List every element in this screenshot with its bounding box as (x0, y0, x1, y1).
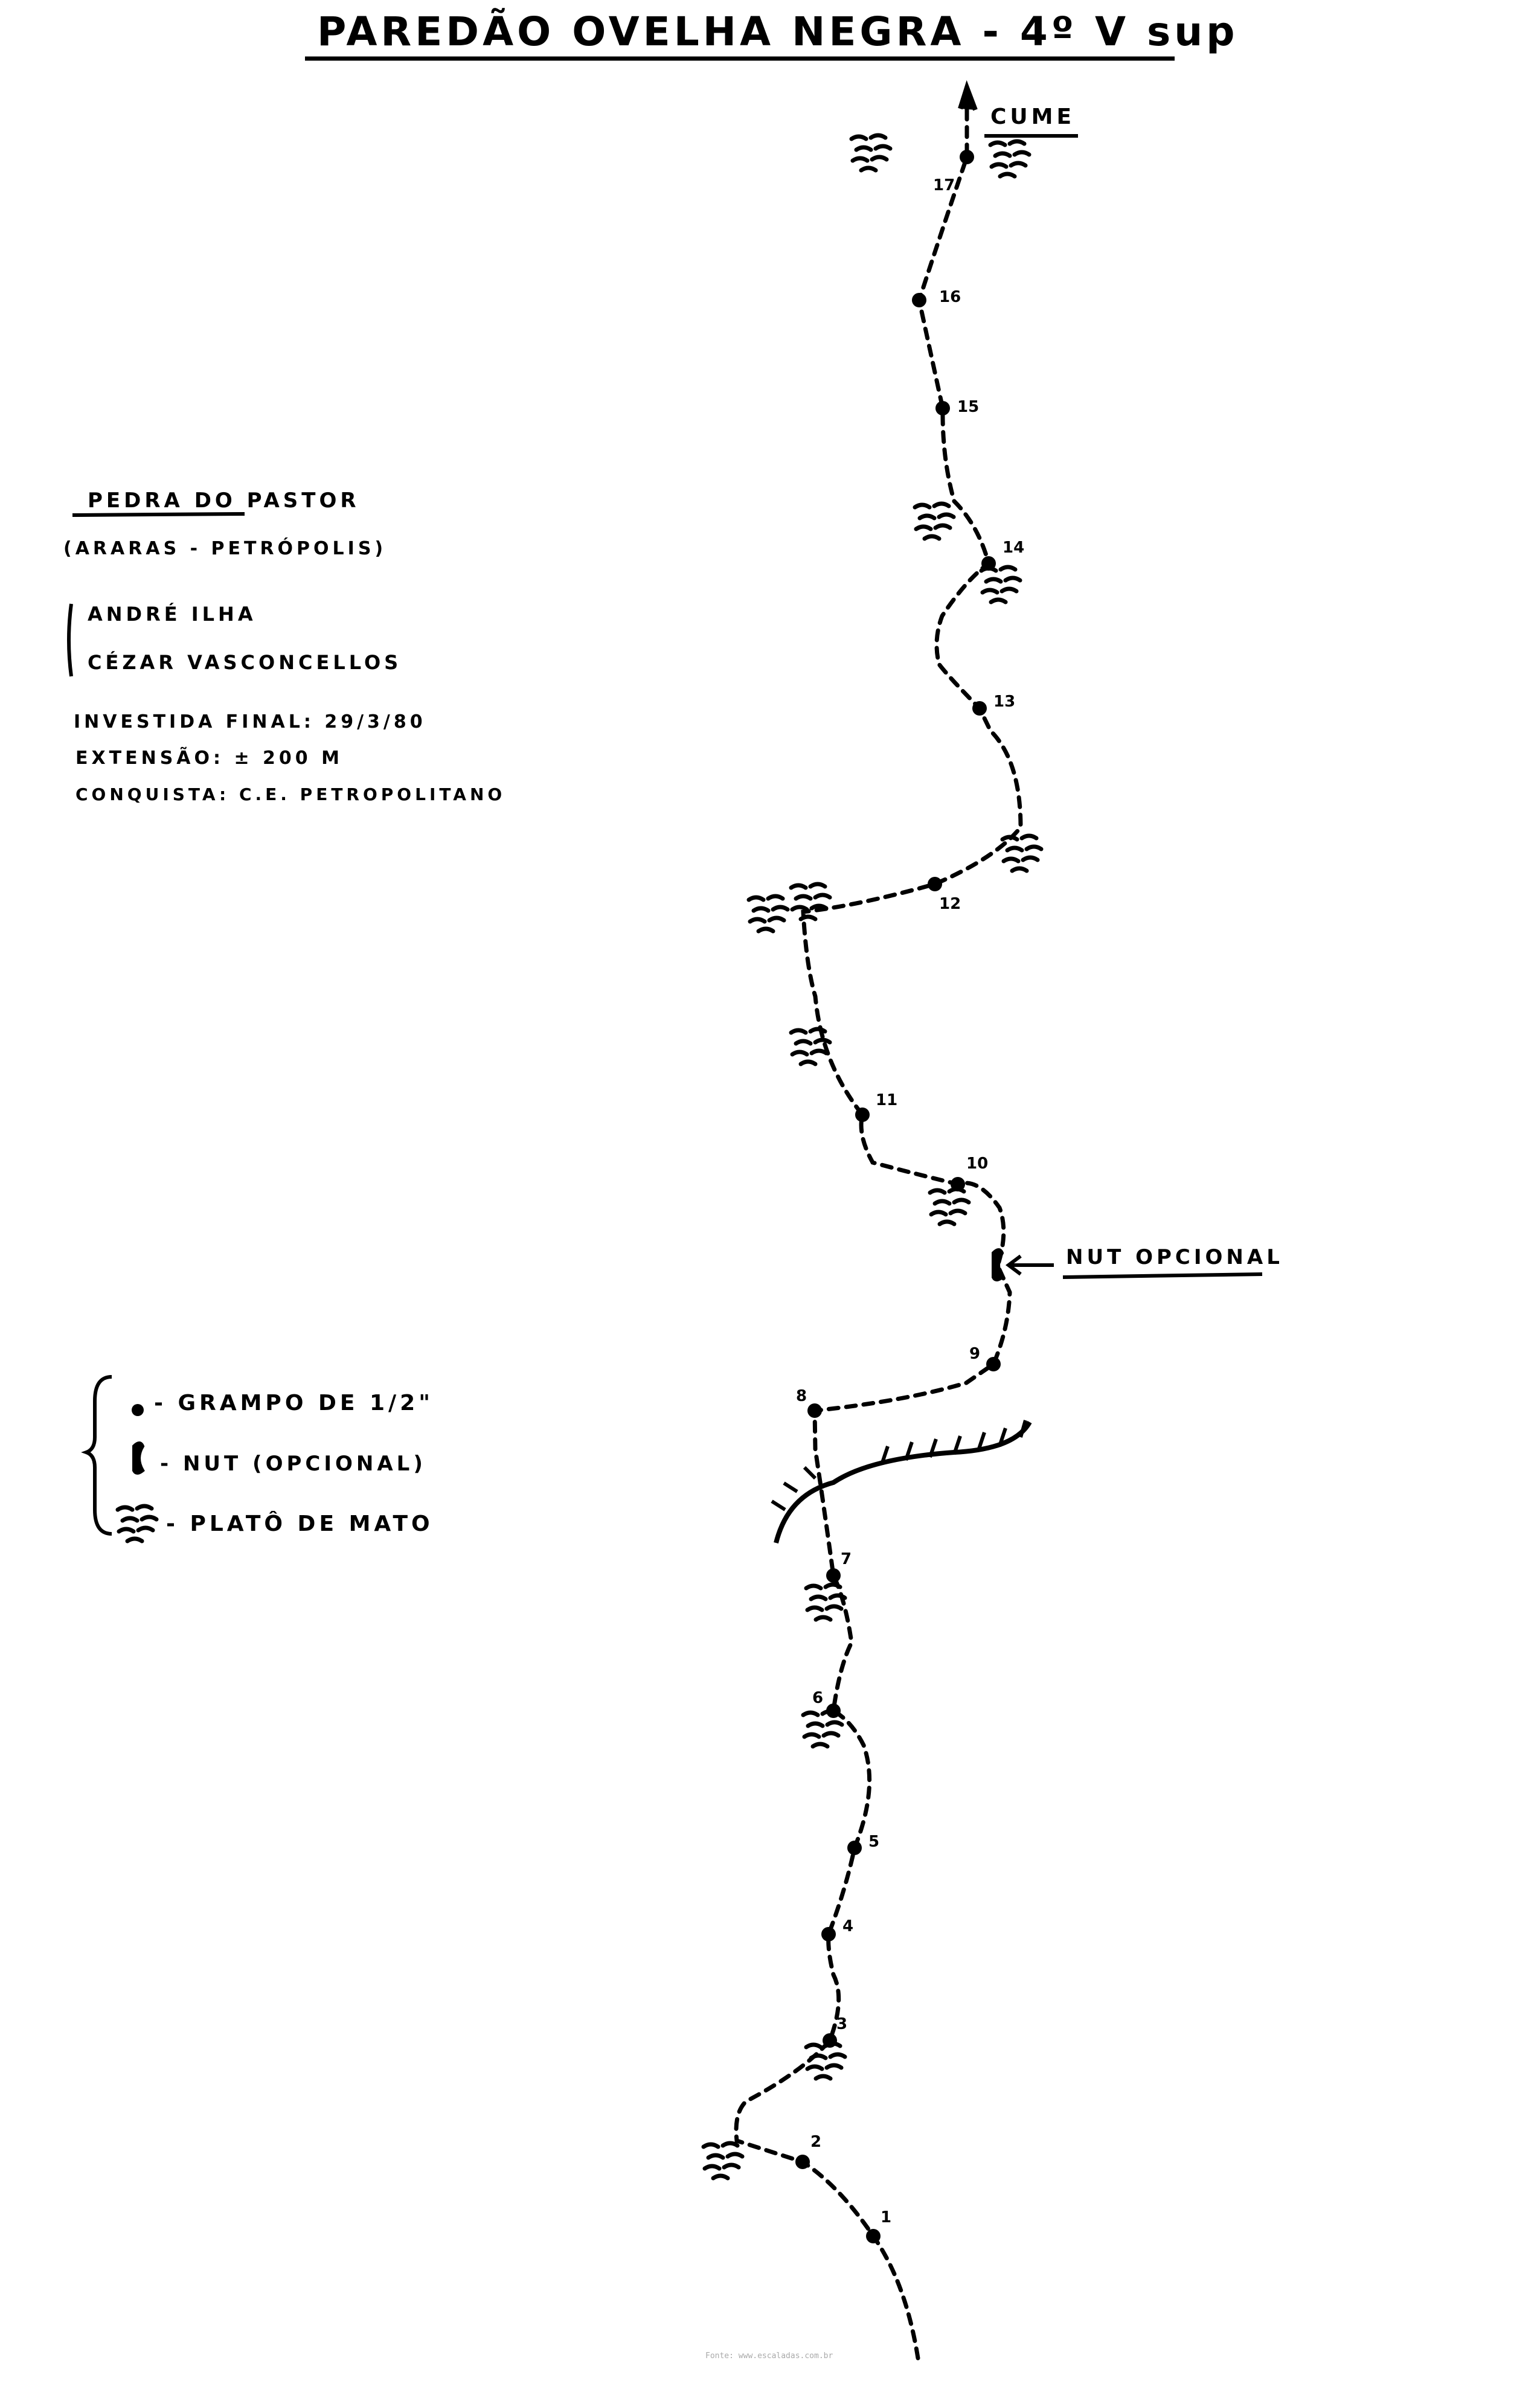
legend-brace (81, 1375, 112, 1536)
bolt-3 (823, 2033, 837, 2048)
bolt-7 (826, 1568, 841, 1583)
bolt-label-17: 17 (933, 176, 955, 194)
bolt-12 (928, 877, 942, 891)
climber-1: ANDRÉ ILHA (88, 603, 257, 626)
bolts: 1 2 3 4 5 6 7 8 9 10 11 12 13 14 15 16 1… (795, 150, 1024, 2243)
overhang-hatching (771, 1420, 1027, 1511)
bolt-5 (847, 1841, 862, 1855)
bolt-1 (866, 2229, 881, 2243)
final-attempt-text: INVESTIDA FINAL: 29/3/80 (74, 711, 426, 732)
bolt-label-15: 15 (957, 398, 979, 416)
plateau-marks (704, 135, 1041, 2178)
bolt-label-2: 2 (810, 2133, 821, 2151)
nut-callout-underline (1062, 1272, 1263, 1279)
bolt-icon (132, 1404, 144, 1416)
bolt-13 (972, 701, 987, 716)
legend-bolt: - GRAMPO DE 1/2" (154, 1391, 434, 1415)
bolt-9 (986, 1357, 1001, 1371)
bolt-label-4: 4 (842, 1917, 853, 1935)
plateau-icon (118, 1506, 156, 1541)
summit-label: CUME (990, 104, 1075, 129)
bolt-label-6: 6 (812, 1689, 823, 1707)
bolt-label-11: 11 (876, 1091, 897, 1109)
bolt-label-13: 13 (993, 693, 1015, 711)
arrow-left-icon (1006, 1254, 1054, 1276)
bolt-label-5: 5 (868, 1833, 879, 1851)
bolt-17 (960, 150, 974, 164)
nut-callout: NUT OPCIONAL (1066, 1245, 1283, 1269)
bolt-4 (821, 1927, 836, 1941)
bolt-11 (855, 1108, 870, 1122)
length-text: EXTENSÃO: ± 200 M (75, 746, 343, 769)
bolt-14 (981, 556, 996, 571)
location-underline (72, 512, 245, 517)
location-name: PEDRA DO PASTOR (88, 489, 360, 513)
legend-plateau: - PLATÔ DE MATO (166, 1511, 434, 1536)
summit-arrow-icon (958, 80, 978, 111)
conquest-text: CONQUISTA: C.E. PETROPOLITANO (75, 784, 505, 804)
bolt-label-8: 8 (796, 1387, 807, 1405)
bolt-label-1: 1 (881, 2208, 891, 2226)
bolt-15 (935, 401, 950, 415)
source-footer: Fonte: www.escaladas.com.br (705, 2351, 833, 2361)
bolt-label-14: 14 (1003, 539, 1024, 557)
region-text: (ARARAS - PETRÓPOLIS) (63, 537, 387, 559)
bolt-label-12: 12 (939, 895, 961, 913)
route-line (734, 100, 1023, 2361)
bolt-label-16: 16 (939, 288, 961, 306)
bolt-2 (795, 2155, 810, 2169)
page-title: PAREDÃO OVELHA NEGRA - 4º V sup (317, 8, 1239, 55)
bolt-label-10: 10 (966, 1155, 988, 1173)
climber-2: CÉZAR VASCONCELLOS (88, 651, 402, 674)
legend-nut: - NUT (OPCIONAL) (160, 1452, 426, 1476)
nut-icon (132, 1441, 145, 1475)
bolt-6 (826, 1704, 841, 1718)
bolt-label-3: 3 (836, 2015, 847, 2033)
bolt-label-7: 7 (841, 1550, 852, 1568)
bolt-label-9: 9 (969, 1345, 980, 1363)
nut-icon (992, 1248, 1004, 1281)
bolt-10 (951, 1177, 965, 1191)
climbers-brace (67, 603, 73, 677)
bolt-16 (912, 293, 926, 307)
bolt-8 (807, 1403, 822, 1418)
